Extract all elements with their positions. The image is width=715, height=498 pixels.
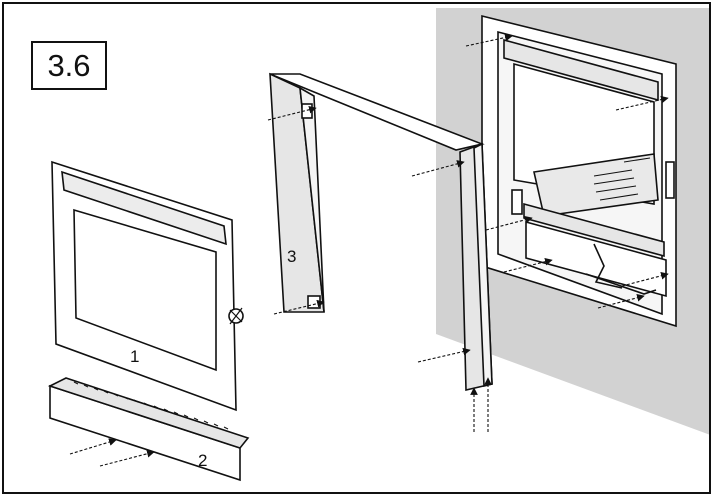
screw-arrows (69, 33, 669, 467)
screw-arrow (503, 257, 553, 273)
part-number-2: 2 (198, 451, 207, 470)
part-number-3: 3 (287, 247, 296, 266)
fireplace-insert (481, 14, 677, 328)
screw-arrow (417, 347, 471, 363)
door-glass-panel (73, 208, 217, 372)
screw-arrow (615, 95, 669, 111)
screw-arrow (465, 33, 513, 47)
part-number-1: 1 (130, 347, 139, 366)
screw-arrow (411, 160, 465, 177)
frame-part-3 (269, 72, 493, 391)
ash-lip-part-2 (47, 377, 250, 482)
screw-arrow (69, 438, 117, 455)
screw-arrow (621, 272, 669, 287)
screw-arrow (273, 299, 325, 315)
screw-arrow (267, 105, 317, 121)
firebox-grate (533, 153, 659, 217)
figure-number: 3.6 (31, 41, 107, 90)
exploded-assembly-diagram: 1 2 3 (47, 8, 709, 482)
screw-arrow (597, 294, 645, 309)
ash-lip-vent-slots (73, 381, 229, 430)
screw-arrow (485, 216, 533, 231)
diagram-frame: 3.6 (2, 2, 711, 494)
screw-arrow (99, 450, 155, 467)
stove-door-part-1 (51, 160, 244, 412)
